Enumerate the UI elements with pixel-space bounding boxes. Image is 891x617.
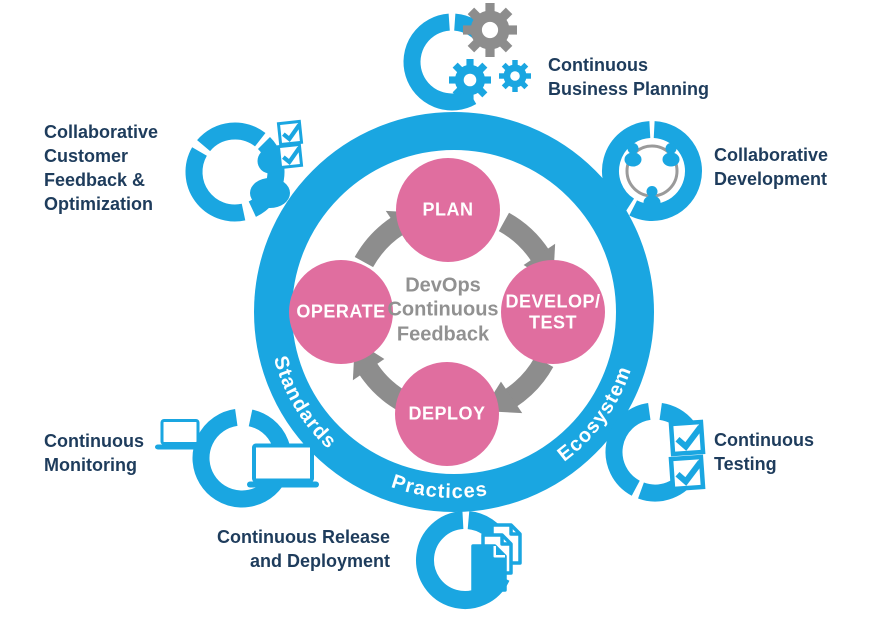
label-collaborative-development: Collaborative Development (714, 145, 829, 189)
stage-circle-plan (396, 158, 500, 262)
stage-circle-operate (289, 260, 393, 364)
center-title: DevOps Continuous Feedback (387, 274, 499, 346)
label-collaborative-customer-feedback: Collaborative Customer Feedback & Optimi… (44, 122, 159, 214)
gears-icon (403, 3, 531, 111)
label-continuous-release-deployment: Continuous Release and Deployment (216, 527, 390, 571)
stage-label-plan: PLAN (422, 199, 474, 220)
user-checklist-icon (185, 119, 304, 222)
label-continuous-testing: Continuous Testing (714, 430, 814, 474)
laptops-icon (155, 408, 319, 508)
label-continuous-business-planning: Continuous Business Planning (548, 55, 710, 99)
people-network-icon (602, 121, 702, 221)
documents-icon (416, 511, 522, 609)
main-cycle-ring: Standards Practices Ecosystem (254, 112, 654, 512)
stage-circle-develop-test (501, 260, 605, 364)
stage-circles (289, 158, 605, 466)
checklist-icon (605, 402, 706, 502)
stage-label-operate: OPERATE (296, 301, 386, 322)
stage-label-develop-test: DEVELOP/ TEST (505, 291, 601, 332)
stage-circle-deploy (395, 362, 499, 466)
stage-label-deploy: DEPLOY (408, 403, 486, 424)
label-continuous-monitoring: Continuous Monitoring (44, 431, 144, 475)
